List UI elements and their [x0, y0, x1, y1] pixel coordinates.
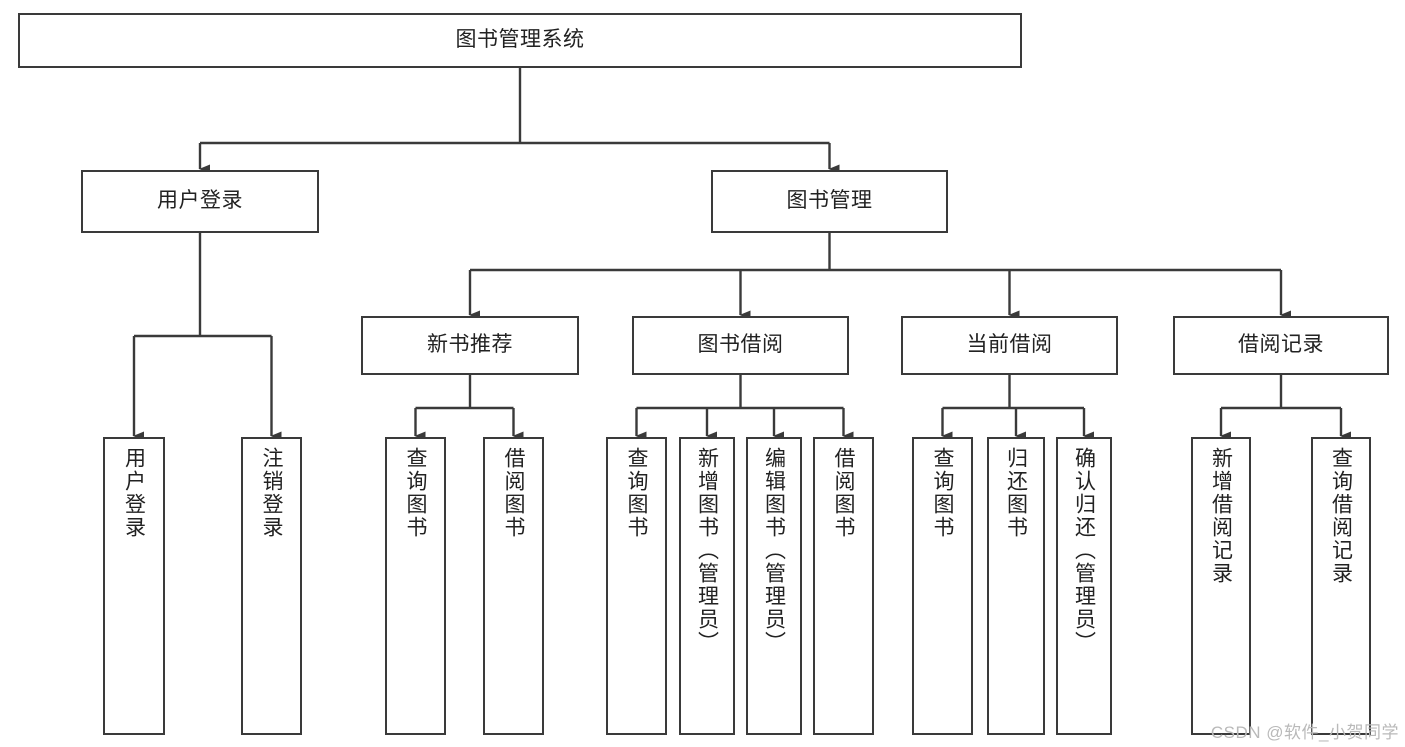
node-label: 查询图书	[625, 447, 648, 539]
node-label: 借阅图书	[832, 447, 855, 539]
node-leaf-cu-return[interactable]: 归还图书	[987, 437, 1045, 735]
node-label: 用户登录	[157, 189, 243, 213]
node-label: 确认归还（管理员）	[1072, 447, 1096, 654]
node-label: 借阅图书	[502, 447, 525, 539]
node-label: 查询图书	[404, 447, 427, 539]
node-l1-user-login[interactable]: 用户登录	[81, 170, 319, 233]
node-label: 图书管理系统	[455, 28, 585, 52]
node-label: 借阅记录	[1238, 333, 1324, 357]
node-label: 图书借阅	[697, 333, 784, 357]
watermark-text: CSDN @软件_小贺同学	[1210, 723, 1399, 742]
node-label: 用户登录	[122, 447, 146, 539]
node-label: 查询图书	[931, 447, 954, 539]
node-root[interactable]: 图书管理系统	[18, 13, 1022, 68]
node-label: 新书推荐	[427, 333, 513, 357]
node-label: 编辑图书（管理员）	[762, 447, 786, 654]
node-leaf-user-login[interactable]: 用户登录	[103, 437, 165, 735]
node-leaf-bo-query[interactable]: 查询图书	[606, 437, 667, 735]
node-leaf-cu-query[interactable]: 查询图书	[912, 437, 973, 735]
node-leaf-rc-query[interactable]: 查询借阅记录	[1311, 437, 1371, 735]
node-l2-borrow[interactable]: 图书借阅	[632, 316, 849, 375]
node-leaf-cu-confirm[interactable]: 确认归还（管理员）	[1056, 437, 1112, 735]
node-l2-new-book[interactable]: 新书推荐	[361, 316, 579, 375]
node-label: 注销登录	[260, 447, 283, 539]
node-leaf-logout[interactable]: 注销登录	[241, 437, 302, 735]
node-leaf-rc-add[interactable]: 新增借阅记录	[1191, 437, 1251, 735]
edge-layer	[132, 68, 1351, 441]
node-label: 当前借阅	[966, 333, 1053, 357]
node-leaf-nb-borrow[interactable]: 借阅图书	[483, 437, 544, 735]
node-label: 新增图书（管理员）	[695, 447, 719, 654]
node-l2-record[interactable]: 借阅记录	[1173, 316, 1389, 375]
node-label: 图书管理	[786, 189, 873, 213]
node-l1-book-mgmt[interactable]: 图书管理	[711, 170, 948, 233]
node-leaf-bo-borrow[interactable]: 借阅图书	[813, 437, 874, 735]
node-label: 查询借阅记录	[1329, 447, 1353, 585]
node-label: 新增借阅记录	[1209, 447, 1233, 585]
node-label: 归还图书	[1004, 447, 1028, 539]
node-leaf-nb-query[interactable]: 查询图书	[385, 437, 446, 735]
node-leaf-bo-add[interactable]: 新增图书（管理员）	[679, 437, 735, 735]
node-l2-current[interactable]: 当前借阅	[901, 316, 1118, 375]
node-leaf-bo-edit[interactable]: 编辑图书（管理员）	[746, 437, 802, 735]
